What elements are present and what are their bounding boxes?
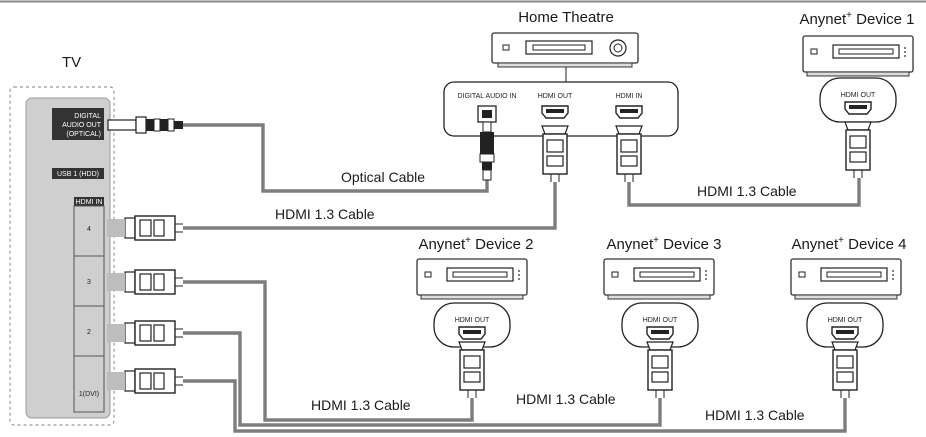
hdmi-plug-d3 <box>646 341 674 399</box>
hdmi-cable-tv-ht-label: HDMI 1.3 Cable <box>275 206 375 222</box>
hdmi-cable-tv-ht-line <box>183 182 557 230</box>
home-theatre-label: Home Theatre <box>518 9 614 26</box>
hdmi-plug-tv-2 <box>124 320 184 346</box>
optical-cable-line <box>183 123 489 193</box>
tv-hdmi-in-block: HDMI IN 4 3 2 1(DVI) <box>73 197 105 413</box>
tv-optical-label-3: (OPTICAL) <box>66 131 101 138</box>
tv-optical-label-2: AUDIO OUT <box>62 122 102 129</box>
tv-socket-2 <box>107 324 125 342</box>
hdmi-cable-ht-d1-line <box>627 178 861 207</box>
tv-digital-audio-out-port: DIGITAL AUDIO OUT (OPTICAL) <box>52 108 104 140</box>
tv-hdmi-slot-3: 3 <box>87 279 91 286</box>
optical-cable-label: Optical Cable <box>341 169 425 185</box>
tv-hdmi-slot-2: 2 <box>87 329 91 336</box>
tv-optical-label-1: DIGITAL <box>74 113 101 120</box>
hdmi-plug-tv-1 <box>124 368 184 394</box>
device-2-label: Anynet+ Device 2 <box>418 235 533 253</box>
tv-hdmi-slot-4: 4 <box>87 226 91 233</box>
tv-socket-4 <box>107 219 125 237</box>
hdmi-plug-d4 <box>831 341 859 399</box>
hdmi-cable-ht-d1-label: HDMI 1.3 Cable <box>697 183 797 199</box>
tv-usb-port: USB 1 (HDD) <box>52 168 104 179</box>
tv-usb-label: USB 1 (HDD) <box>57 171 99 178</box>
hdmi-cable-d3-label: HDMI 1.3 Cable <box>516 391 616 407</box>
tv-label: TV <box>62 54 81 71</box>
hdmi-plug-ht-in <box>615 125 643 183</box>
anynet-device-4: Anynet+ Device 4 HDMI OUT <box>790 235 907 399</box>
tv-panel <box>25 97 111 419</box>
ht-digital-audio-in-label: DIGITAL AUDIO IN <box>457 93 516 100</box>
tv-socket-3 <box>107 273 125 291</box>
hdmi-cable-d3-line <box>183 331 662 427</box>
cables <box>183 123 861 433</box>
device-1-label: Anynet+ Device 1 <box>799 10 914 28</box>
home-theatre: Home Theatre DIGITAL AUDIO IN HDMI OUT H… <box>443 9 679 137</box>
hdmi-plug-tv-3 <box>124 269 184 295</box>
device-3-label: Anynet+ Device 3 <box>606 235 721 253</box>
hdmi-plug-d2 <box>458 341 486 399</box>
device-1-port-label: HDMI OUT <box>841 92 876 99</box>
device-4-label: Anynet+ Device 4 <box>791 235 906 253</box>
ht-hdmi-out-label: HDMI OUT <box>538 93 573 100</box>
hdmi-cable-d4-label: HDMI 1.3 Cable <box>705 407 805 423</box>
hdmi-plug-tv-4 <box>124 215 184 241</box>
device-2-port-label: HDMI OUT <box>455 317 490 324</box>
anynet-device-1: Anynet+ Device 1 HDMI OUT <box>799 10 915 179</box>
tv: TV DIGITAL AUDIO OUT (OPTICAL) USB 1 (HD… <box>9 54 115 426</box>
hdmi-cable-d4-line <box>183 379 847 433</box>
tv-hdmi-in-label: HDMI IN <box>76 199 103 206</box>
ht-hdmi-in-label: HDMI IN <box>616 93 643 100</box>
anynet-device-2: Anynet+ Device 2 HDMI OUT <box>416 235 534 399</box>
hdmi-plug-d1 <box>844 121 872 179</box>
tv-outline <box>9 86 115 426</box>
hdmi-cable-d2-label: HDMI 1.3 Cable <box>311 397 411 413</box>
device-4-port-label: HDMI OUT <box>828 317 863 324</box>
optical-plug-tv <box>107 116 183 134</box>
anynet-device-3: Anynet+ Device 3 HDMI OUT <box>603 235 722 399</box>
hdmi-cable-d2-line <box>183 280 474 422</box>
hdmi-plug-ht-out <box>541 125 569 183</box>
device-3-port-label: HDMI OUT <box>643 317 678 324</box>
tv-hdmi-slot-1-dvi: 1(DVI) <box>79 391 99 398</box>
tv-socket-1 <box>107 372 125 390</box>
optical-plug-ht <box>479 121 495 181</box>
